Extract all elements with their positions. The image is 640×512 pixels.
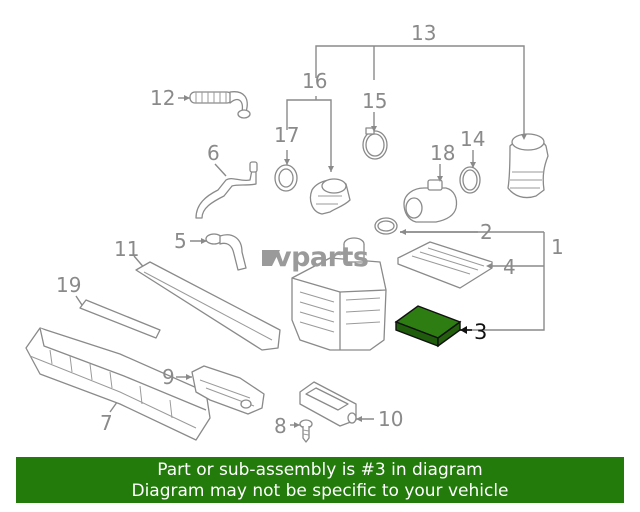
callout-10: 10 xyxy=(378,407,403,431)
info-banner: Part or sub-assembly is #3 in diagram Di… xyxy=(16,457,624,503)
callout-16: 16 xyxy=(302,69,327,93)
part-gasket-17 xyxy=(274,164,298,192)
callout-8: 8 xyxy=(274,414,287,438)
part-air-cleaner-housing-1 xyxy=(291,237,387,351)
callout-11: 11 xyxy=(114,237,139,261)
part-vent-hose-12 xyxy=(189,91,251,119)
callout-15: 15 xyxy=(362,89,387,113)
callout-1: 1 xyxy=(551,235,564,259)
callout-4: 4 xyxy=(503,255,516,279)
part-clamp-15 xyxy=(362,127,388,160)
callout-9: 9 xyxy=(162,365,175,389)
part-breather-pipe-6 xyxy=(195,161,258,219)
vparts-logo: vparts xyxy=(262,242,369,273)
part-inlet-grille-10 xyxy=(299,381,357,427)
callout-5: 5 xyxy=(174,229,187,253)
part-hose-5 xyxy=(205,233,247,271)
part-clamp-14 xyxy=(459,166,481,194)
part-air-filter-3 xyxy=(394,305,462,348)
banner-line-2: Diagram may not be specific to your vehi… xyxy=(131,481,509,501)
callout-18: 18 xyxy=(430,141,455,165)
part-maf-sensor-18 xyxy=(403,179,458,223)
callout-7: 7 xyxy=(100,411,113,435)
callout-2: 2 xyxy=(480,220,493,244)
logo-text: vparts xyxy=(274,242,368,273)
callout-3-highlighted: 3 xyxy=(474,320,487,344)
callout-labels: 13 16 12 15 17 14 6 18 2 5 1 11 4 19 3 9… xyxy=(56,21,564,438)
callout-19: 19 xyxy=(56,273,81,297)
banner-line-1: Part or sub-assembly is #3 in diagram xyxy=(157,460,483,480)
callout-14: 14 xyxy=(460,127,485,151)
arrowheads xyxy=(184,95,527,428)
part-seal-strip-19 xyxy=(79,299,161,339)
part-intake-elbow-16 xyxy=(309,178,351,215)
leader-lines xyxy=(75,45,545,426)
arrowhead-3 xyxy=(460,326,467,334)
part-seal-2 xyxy=(374,217,398,235)
part-screw-8 xyxy=(299,419,313,443)
part-duct-strip-11 xyxy=(135,261,281,351)
part-lid-4 xyxy=(397,241,493,289)
callout-13: 13 xyxy=(411,21,436,45)
part-intake-duct-13 xyxy=(507,133,549,199)
callout-17: 17 xyxy=(274,123,299,147)
callout-12: 12 xyxy=(150,86,175,110)
part-bracket-9 xyxy=(191,365,265,415)
callout-6: 6 xyxy=(207,141,220,165)
part-air-duct-7 xyxy=(25,327,211,441)
